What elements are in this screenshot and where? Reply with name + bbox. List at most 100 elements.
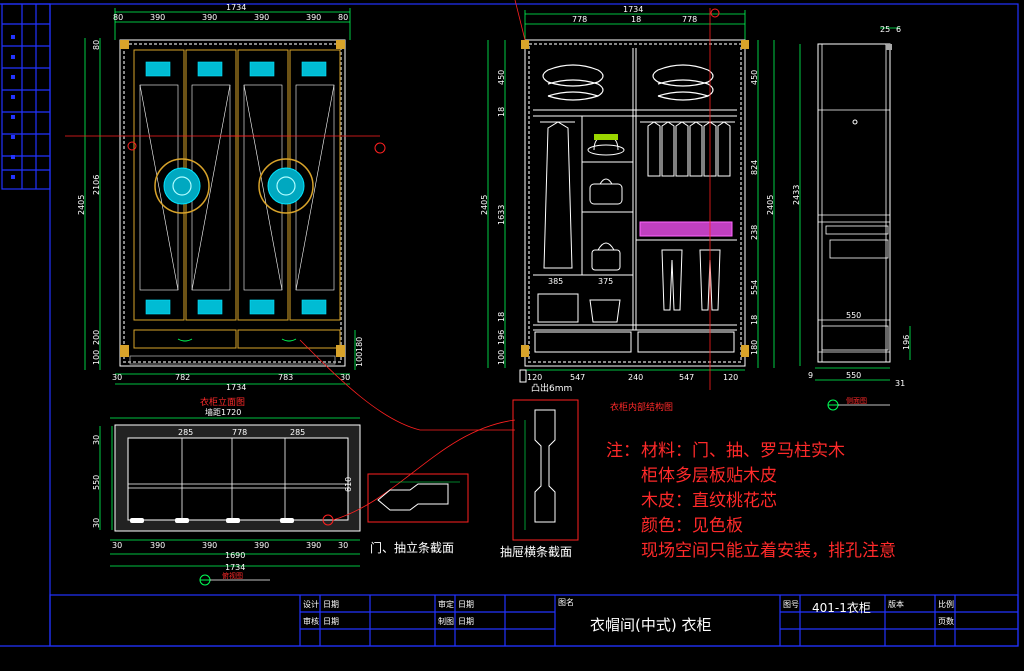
front-top-4: 390 — [306, 13, 321, 22]
notes-line-2: 木皮：直纹桃花芯 — [641, 491, 777, 511]
side-total: 2433 — [792, 185, 801, 205]
plan-left-2: 30 — [92, 518, 101, 528]
plan-top-2: 285 — [290, 428, 305, 437]
medallion-left — [154, 158, 210, 214]
drawer-section-caption: 抽屉横条截面 — [500, 545, 572, 559]
interior-left-3: 18 — [497, 312, 506, 322]
plan-total-inner: 1690 — [225, 551, 245, 560]
frame-ticks — [11, 35, 15, 179]
front-bottom-0: 30 — [112, 373, 122, 382]
interior-bottom-4: 120 — [723, 373, 738, 382]
tb-version-label: 版本 — [888, 599, 904, 609]
front-left-0: 80 — [92, 40, 101, 50]
notes: 注： 材料：门、抽、罗马柱实木 柜体多层板贴木皮 木皮：直纹桃花芯 颜色：见色板… — [606, 441, 896, 561]
tb-review: 审核 — [303, 616, 319, 626]
plan-bottom-4: 390 — [306, 541, 321, 550]
side-inner-0: 550 — [846, 311, 861, 320]
interior-bottom-1: 547 — [570, 373, 585, 382]
side-view: 25 6 2433 550 9 550 31 196 侧面图 — [792, 25, 911, 411]
plan-top-1: 778 — [232, 428, 247, 437]
tb-date-2: 日期 — [323, 617, 339, 626]
front-left-total: 2405 — [77, 195, 86, 215]
plan-bottom-0: 30 — [112, 541, 122, 550]
front-top-1: 390 — [150, 13, 165, 22]
plan-bottom-3: 390 — [254, 541, 269, 550]
tb-name-label: 图名 — [558, 597, 574, 607]
front-top-5: 80 — [338, 13, 348, 22]
notes-line-3: 颜色：见色板 — [641, 516, 743, 536]
interior-right-0: 450 — [750, 70, 759, 85]
interior-left-1: 18 — [497, 107, 506, 117]
notes-line-0: 材料：门、抽、罗马柱实木 — [641, 441, 845, 461]
plan-caption: 俯视图 — [222, 571, 243, 580]
interior-total: 1734 — [623, 5, 643, 14]
bump-label: 凸出6mm — [531, 382, 572, 394]
interior-left-total: 2405 — [480, 195, 489, 215]
interior-inner-0: 385 — [548, 277, 563, 286]
drawing-number: 401-1衣柜 — [812, 600, 871, 615]
interior-top-0: 778 — [572, 15, 587, 24]
front-top-2: 390 — [202, 13, 217, 22]
tb-number-label: 图号 — [783, 600, 799, 609]
interior-right-1: 824 — [750, 160, 759, 175]
front-total-top: 1734 — [226, 3, 246, 12]
notes-line-4: 现场空间只能立着安装，排孔注意 — [641, 541, 896, 561]
interior-left-2: 1633 — [497, 205, 506, 225]
front-top-3: 390 — [254, 13, 269, 22]
plan-right-0: 610 — [344, 477, 353, 492]
drawer-section: 抽屉横条截面 — [500, 399, 579, 559]
tb-design: 设计 — [303, 599, 319, 609]
interior-bottom-0: 120 — [527, 373, 542, 382]
interior-top-2: 778 — [682, 15, 697, 24]
front-left-2: 100 — [92, 350, 101, 365]
plan-bottom-1: 390 — [150, 541, 165, 550]
title-block: 设计 日期 审核 日期 审定 日期 制图 日期 图名 图号 版本 比例 页数 衣… — [303, 597, 954, 634]
interior-bottom-3: 547 — [679, 373, 694, 382]
plan-top-0: 285 — [178, 428, 193, 437]
tb-scale-label: 比例 — [938, 599, 954, 609]
plan-left-1: 550 — [92, 475, 101, 490]
front-bottom-2: 783 — [278, 373, 293, 382]
front-right-1: 180 — [355, 337, 364, 352]
front-caption: 衣柜立面图 — [200, 396, 245, 408]
front-bottom-3: 30 — [340, 373, 350, 382]
side-top-1: 6 — [896, 25, 901, 34]
tb-date: 日期 — [323, 600, 339, 609]
interior-left-5: 100 — [497, 350, 506, 365]
side-right-0: 196 — [902, 335, 911, 350]
tb-pages-label: 页数 — [938, 616, 954, 626]
plan-left-0: 30 — [92, 435, 101, 445]
front-right-0: 100 — [355, 352, 364, 367]
side-bottom-2: 31 — [895, 379, 905, 388]
front-left-3: 200 — [92, 330, 101, 345]
interior-top-1: 18 — [631, 15, 641, 24]
side-bottom-1: 550 — [846, 371, 861, 380]
interior-right-total: 2405 — [766, 195, 775, 215]
side-bottom-0: 9 — [808, 371, 813, 380]
interior-left-0: 450 — [497, 70, 506, 85]
tb-draw: 制图 — [438, 616, 454, 626]
front-total-bottom: 1734 — [226, 383, 246, 392]
plan-bottom-5: 30 — [338, 541, 348, 550]
notes-prefix: 注： — [606, 441, 640, 461]
front-subcaption: 墙距1720 — [205, 407, 241, 417]
drawing-frame — [0, 3, 1019, 647]
medallion-right — [258, 158, 314, 214]
plan-total: 1734 — [225, 563, 245, 572]
plan-view: 285 778 285 30 390 390 390 390 30 1690 1… — [92, 339, 516, 586]
tb-date-4: 日期 — [458, 617, 474, 626]
interior-bottom-2: 240 — [628, 373, 643, 382]
front-left-1: 2106 — [92, 175, 101, 195]
tb-approve: 审定 — [438, 599, 454, 609]
door-section-caption: 门、抽立条截面 — [370, 540, 454, 555]
plan-bottom-2: 390 — [202, 541, 217, 550]
interior-view: 凸出6mm 1734 778 18 778 120 547 240 547 12… — [480, 0, 775, 413]
interior-left-4: 196 — [497, 330, 506, 345]
interior-right-4: 18 — [750, 315, 759, 325]
side-top-0: 25 — [880, 25, 890, 34]
interior-right-3: 554 — [750, 280, 759, 295]
interior-right-5: 180 — [750, 340, 759, 355]
door-section: 门、抽立条截面 — [367, 473, 469, 555]
